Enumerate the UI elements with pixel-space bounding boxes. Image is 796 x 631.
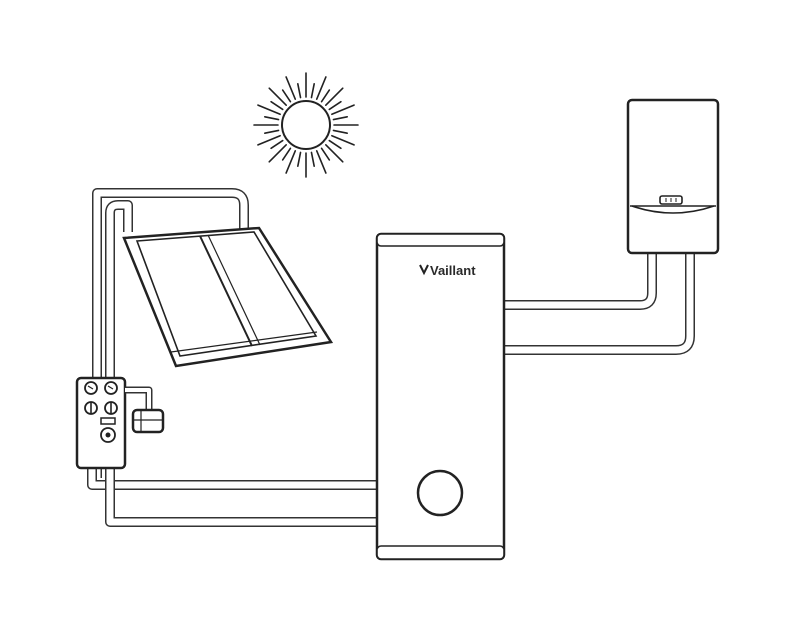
- sun-ray: [332, 116, 348, 121]
- sun-ray: [328, 139, 342, 150]
- tank-supply-pipes: [87, 466, 378, 527]
- sun-ray: [264, 116, 280, 121]
- sun-ray: [257, 104, 281, 116]
- inspection-port-icon: [416, 469, 464, 517]
- vaillant-logo: Vaillant: [419, 263, 476, 278]
- sun-ray: [324, 87, 344, 107]
- sun-ray: [285, 76, 297, 100]
- sun-ray: [331, 104, 355, 116]
- sun-ray: [320, 147, 331, 161]
- sun-ray: [270, 100, 284, 111]
- sun-ray: [315, 76, 327, 100]
- sun-ray: [270, 139, 284, 150]
- sun-ray: [297, 151, 302, 167]
- sun-ray: [281, 147, 292, 161]
- sun-ray: [264, 129, 280, 134]
- sun-ray: [285, 150, 297, 174]
- sun-icon: [253, 72, 359, 178]
- sun-ray: [310, 151, 315, 167]
- sun-ray: [331, 134, 355, 146]
- sun-ray: [332, 129, 348, 134]
- sun-ray: [315, 150, 327, 174]
- sun-ray: [328, 100, 342, 111]
- sun-ray: [324, 143, 344, 163]
- hot-water-storage-tank: Vaillant: [375, 232, 506, 561]
- sun-ray: [268, 87, 288, 107]
- sun-ray: [257, 134, 281, 146]
- sun-ray: [320, 89, 331, 103]
- expansion-vessel: [125, 386, 165, 434]
- sun-ray: [281, 89, 292, 103]
- boiler-pipes: [503, 252, 695, 355]
- brand-label: Vaillant: [430, 263, 476, 278]
- sun-ray: [297, 83, 302, 99]
- solar-pump-station: [75, 376, 127, 470]
- solar-collector-panel: [122, 226, 334, 368]
- sun-ray: [268, 143, 288, 163]
- collector-pipes: [92, 188, 249, 478]
- wall-boiler: [626, 98, 720, 255]
- sun-ray: [310, 83, 315, 99]
